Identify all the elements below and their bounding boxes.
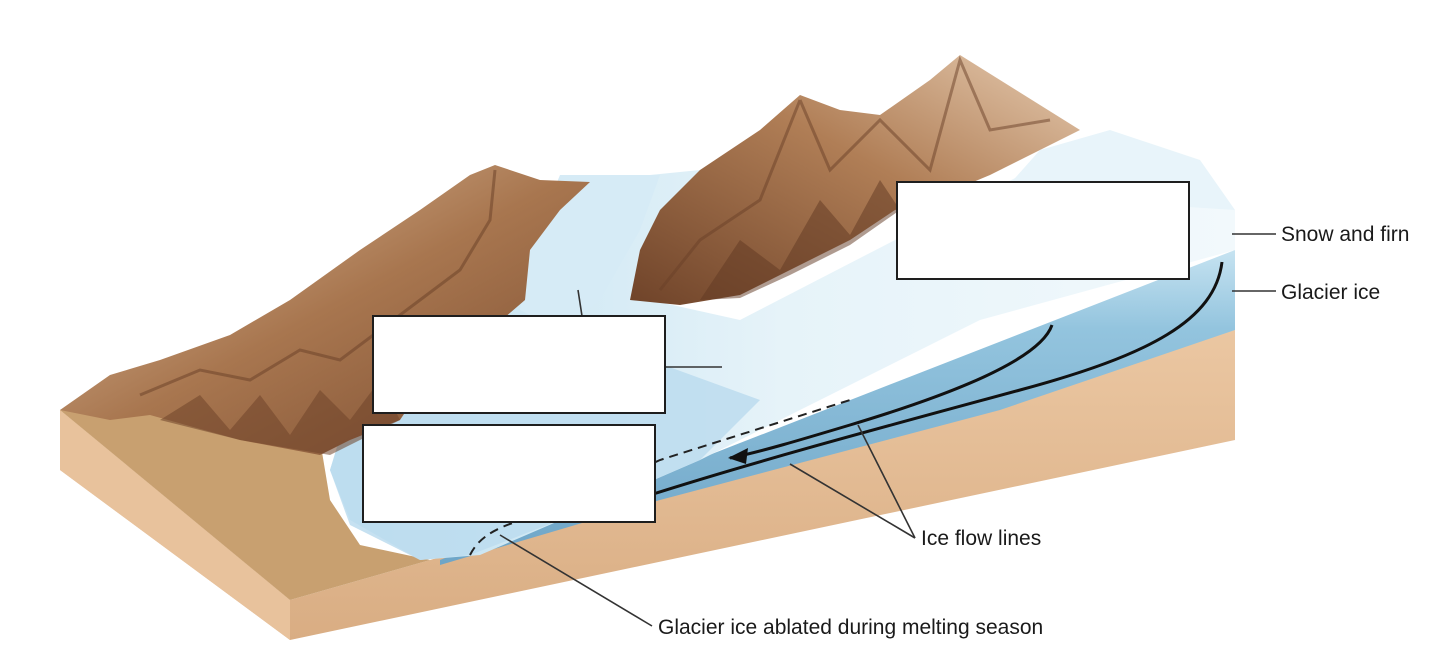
mountain-shadow-right [700, 180, 900, 300]
ice-flow-line-upper [729, 324, 1054, 460]
blank-label-box-lower-left[interactable] [362, 424, 656, 523]
mountain-range-left [60, 165, 590, 455]
leader-ice-flow-b [789, 463, 916, 539]
leader-ablated [499, 534, 653, 627]
label-glacier-ice-ablated: Glacier ice ablated during melting seaso… [658, 616, 1044, 639]
ground-block-left-face [60, 410, 290, 640]
mountain-ridge-right [658, 55, 1051, 291]
label-ice-flow-lines: Ice flow lines [921, 527, 1042, 550]
mountain-ridge-left [139, 169, 497, 397]
mountain-shadow-left [160, 380, 400, 455]
label-snow-and-firn: Snow and firn [1281, 223, 1410, 246]
ice-flow-line-lower [569, 261, 1224, 522]
leader-ice-flow-a [857, 424, 916, 539]
blank-label-box-upper-right[interactable] [896, 181, 1190, 280]
label-glacier-ice: Glacier ice [1281, 281, 1381, 304]
blank-label-box-middle-left[interactable] [372, 315, 666, 414]
outwash-plain [60, 390, 430, 600]
ground-block-front [60, 330, 1235, 640]
leader-blank-box-upper [577, 289, 583, 317]
ice-flow-arrowhead [728, 448, 748, 464]
